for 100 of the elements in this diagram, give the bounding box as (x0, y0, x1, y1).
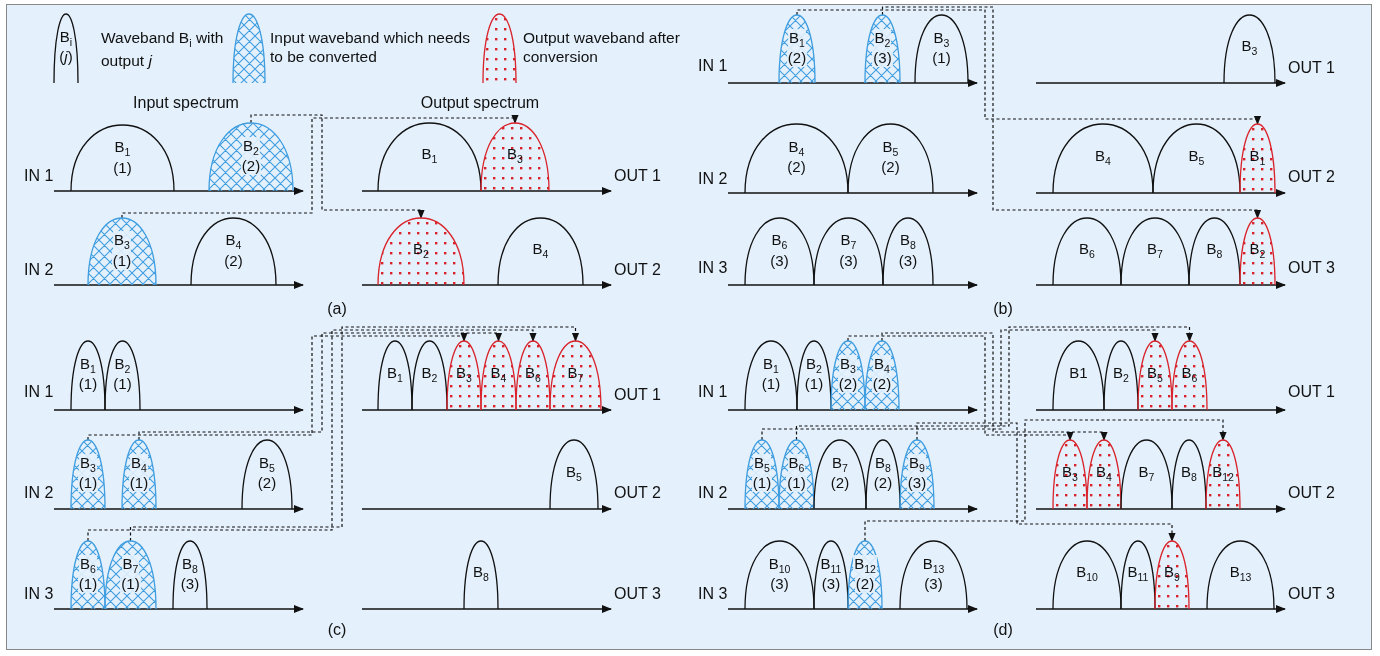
waveband-label: B$_{13}$ (1228, 563, 1253, 585)
waveband-hump (1087, 440, 1121, 509)
waveband-hump (900, 440, 934, 509)
waveband-label: B$_{4}$ (130, 453, 148, 475)
waveband-hump (378, 123, 481, 191)
port-label: IN 2 (698, 169, 728, 189)
port-label: OUT 2 (1288, 167, 1335, 187)
waveband-label: B$_{11}$ (819, 554, 843, 576)
waveband-hump (1189, 218, 1240, 285)
output-index-label: (1) (112, 375, 133, 394)
waveband-label: B$_{2}$ (242, 136, 260, 158)
waveband-hump (105, 541, 156, 609)
waveband-label: B$_{5}$ (565, 462, 583, 484)
port-label: IN 2 (698, 483, 728, 503)
waveband-hump (1240, 218, 1275, 285)
waveband-hump (745, 341, 797, 410)
waveband-hump (1206, 440, 1240, 509)
waveband-hump (378, 218, 464, 285)
waveband-label: B$_{1}$ (386, 363, 404, 385)
output-index-label: (1) (931, 49, 952, 68)
waveband-label: B$_{5}$ (881, 137, 900, 159)
waveband-label: B$_{5}$ (1187, 146, 1206, 168)
waveband-label: B$_{12}$ (853, 554, 877, 576)
output-index-label: (2) (829, 474, 851, 493)
output-index-label: (1) (77, 375, 99, 394)
output-index-label: (2) (223, 252, 244, 270)
waveband-label: B$_{8}$ (472, 563, 490, 585)
waveband-label: B$_{3}$ (1240, 37, 1259, 59)
waveband-hump (866, 440, 900, 509)
port-label: IN 1 (24, 382, 54, 402)
waveband-hump (1053, 541, 1121, 609)
waveband-hump (1121, 440, 1172, 509)
waveband-label: B$_{8}$ (899, 231, 917, 252)
waveband-hump (883, 218, 933, 285)
waveband-hump (814, 218, 883, 285)
output-index-label: (2) (786, 49, 808, 68)
panel-caption: (c) (327, 620, 347, 640)
dashed-arrow (881, 6, 1262, 219)
waveband-label: B$_{1}$ (1248, 146, 1267, 168)
port-label: IN 1 (24, 166, 54, 186)
waveband-label: B$_{3}$ (839, 354, 857, 376)
waveband-hump (1138, 341, 1172, 410)
waveband-hump (1121, 218, 1189, 285)
waveband-label: B$_{3}$ (455, 363, 473, 385)
port-label: OUT 1 (614, 166, 661, 186)
port-label: OUT 3 (1288, 584, 1335, 604)
waveband-label: B1 (1068, 363, 1089, 382)
dashed-arrow (121, 114, 519, 219)
waveband-hump (745, 440, 779, 509)
output-index-label: (1) (751, 474, 773, 493)
waveband-label: B$_{2}$ (1112, 363, 1130, 385)
port-label: OUT 1 (614, 385, 661, 405)
waveband-hump (481, 123, 549, 191)
port-label: OUT 2 (1288, 483, 1335, 503)
dashed-arrow (761, 329, 1159, 441)
waveband-hump (865, 341, 899, 410)
waveband-hump (1104, 341, 1138, 410)
output-index-label: (1) (786, 474, 807, 493)
dashed-arrow (87, 332, 468, 441)
waveband-label: B$_{6}$ (79, 554, 97, 576)
waveband-hump (1224, 15, 1275, 83)
waveband-hump (1172, 341, 1207, 410)
waveband-hump (550, 440, 598, 509)
waveband-label: B$_{6}$ (770, 231, 789, 252)
waveband-hump (481, 341, 516, 410)
waveband-hump (209, 123, 293, 191)
output-index-label: (3) (897, 252, 919, 270)
waveband-hump (173, 541, 207, 609)
waveband-label: B$_{8}$ (1205, 240, 1224, 261)
waveband-hump (242, 440, 292, 509)
waveband-hump (71, 341, 105, 410)
output-index-label: (1) (120, 575, 141, 594)
waveband-hump (1053, 218, 1121, 285)
output-index-label: (2) (871, 375, 893, 394)
output-index-label: (2) (240, 157, 262, 176)
waveband-label: B$_{8}$ (874, 453, 892, 475)
waveband-label: B$_{7}$ (839, 231, 858, 252)
waveband-label: B$_{2}$ (113, 354, 132, 376)
output-index-label: (2) (880, 158, 901, 177)
port-label: OUT 3 (614, 584, 661, 604)
panel-caption: (b) (993, 299, 1013, 319)
dashed-arrow (795, 326, 1194, 441)
output-index-label: (3) (838, 252, 859, 270)
waveband-hump (814, 440, 866, 509)
waveband-hump (191, 218, 276, 285)
waveband-hump (779, 15, 815, 83)
waveband-label: B$_{2}$ (805, 354, 823, 376)
waveband-label: B$_{4}$ (787, 137, 806, 159)
waveband-label: B$_{3}$ (506, 145, 524, 167)
waveband-label: B$_{7}$ (566, 363, 585, 385)
output-index-label: (2) (786, 158, 807, 177)
waveband-hump (745, 124, 848, 193)
spectrum-heading: Output spectrum (420, 93, 540, 113)
legend-text: Output waveband after conversion (523, 28, 681, 67)
port-label: IN 3 (698, 584, 728, 604)
waveband-hump (848, 124, 933, 193)
output-index-label: (2) (837, 375, 859, 394)
waveband-label: B$_{4}$ (1094, 146, 1112, 168)
waveband-hump (814, 541, 848, 609)
waveband-label: B$_{4}$ (873, 354, 891, 376)
